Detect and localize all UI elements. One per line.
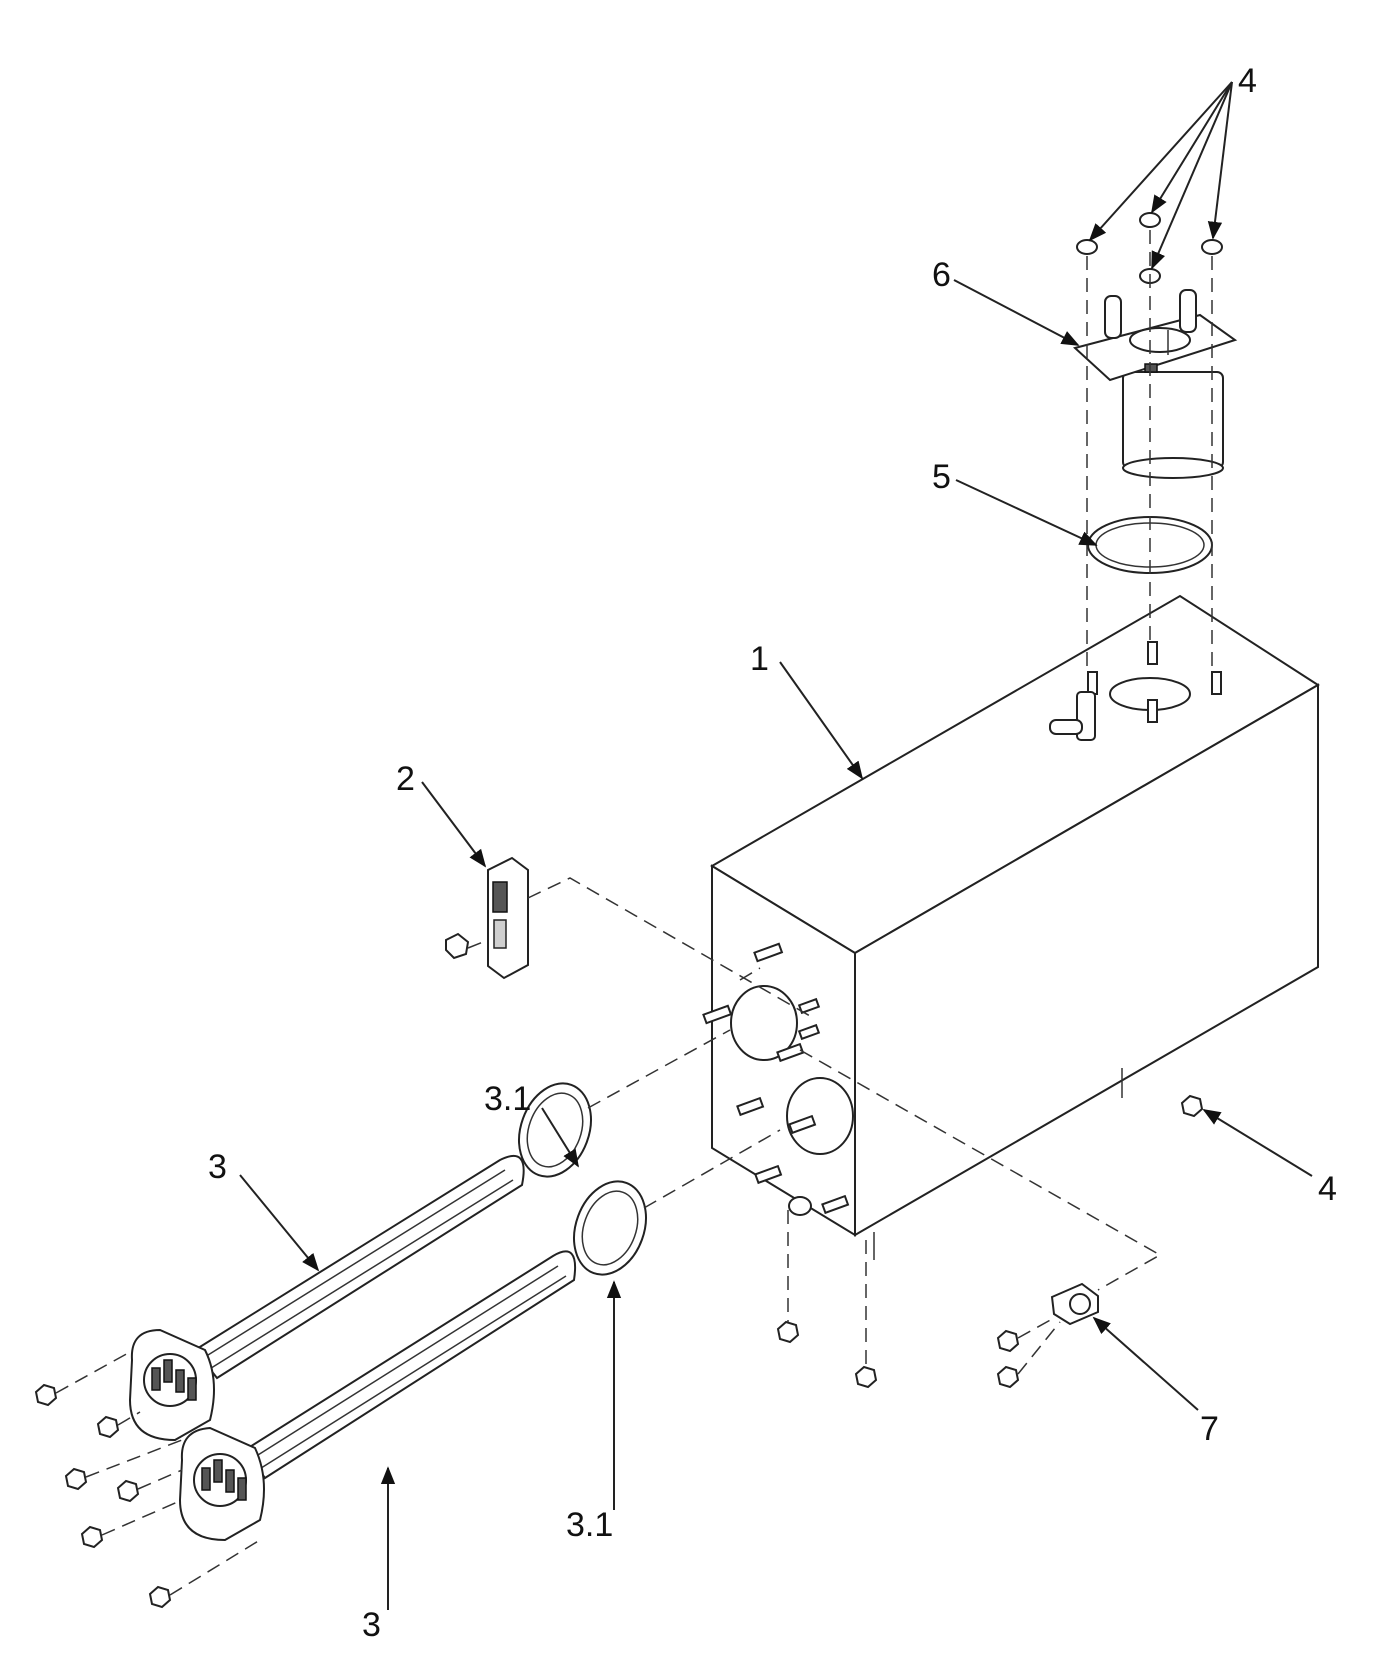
label-gasket-lower: 3.1	[566, 1506, 613, 1544]
thermostat	[996, 1282, 1099, 1389]
front-hole-lower	[786, 1077, 854, 1155]
front-hole-upper	[730, 985, 798, 1061]
label-thermostat: 7	[1200, 1410, 1219, 1448]
heater-nuts	[34, 1383, 172, 1609]
top-flange-assembly	[1072, 289, 1238, 479]
heater-lower	[178, 1250, 576, 1542]
top-nuts	[1076, 212, 1223, 284]
label-top-gasket: 5	[932, 458, 951, 496]
label-top-flange: 6	[932, 256, 951, 294]
label-bracket: 2	[396, 760, 415, 798]
heater-upper	[128, 1154, 525, 1442]
label-tank: 1	[750, 640, 769, 678]
label-heater-upper: 3	[208, 1148, 227, 1186]
label-nut-right: 4	[1318, 1170, 1337, 1208]
label-nuts-top: 4	[1238, 62, 1257, 100]
gasket-lower	[573, 1180, 647, 1276]
label-heater-lower: 3	[362, 1606, 381, 1644]
tank-body	[702, 594, 1320, 1260]
bracket	[445, 856, 529, 980]
bottom-nuts	[776, 1094, 1204, 1389]
label-gasket-upper: 3.1	[484, 1080, 531, 1118]
